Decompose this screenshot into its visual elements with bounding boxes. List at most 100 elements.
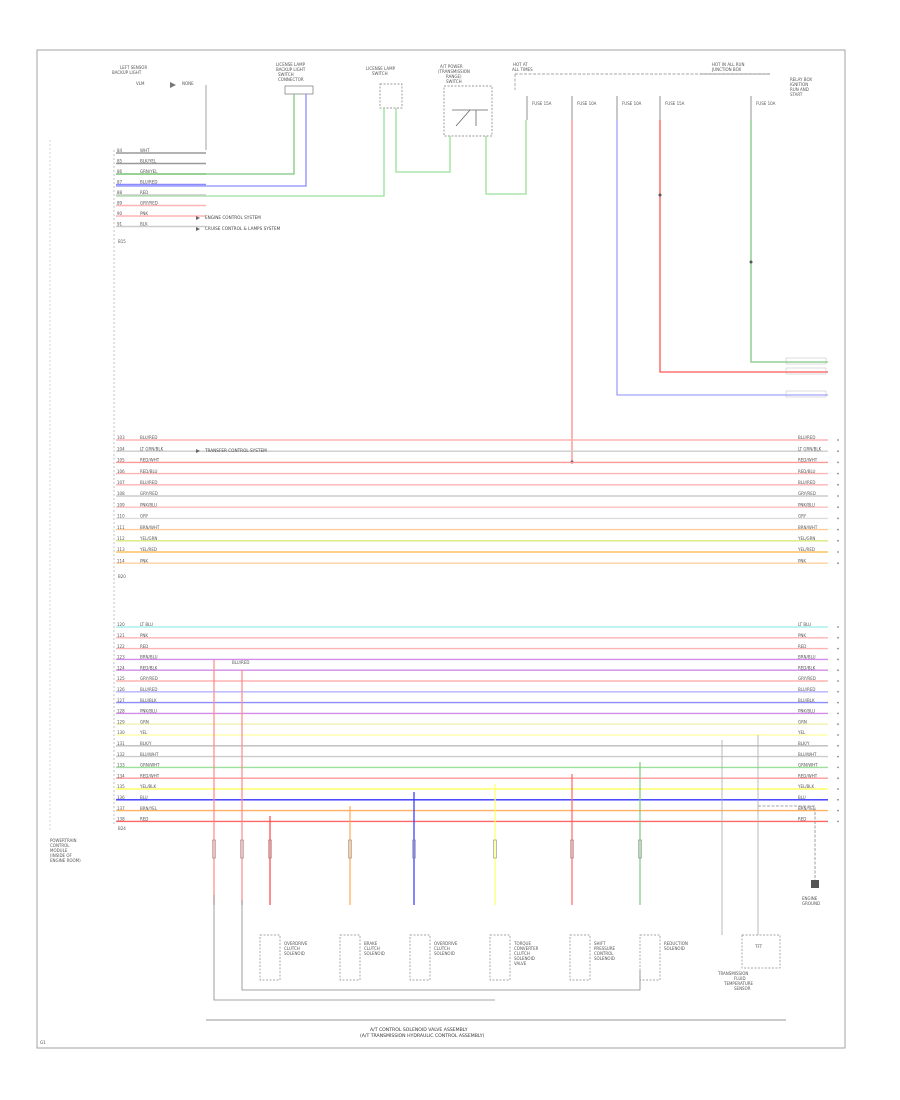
wire-pin: 85 (117, 159, 123, 164)
wire-terminal (837, 461, 839, 464)
right-output-labels-top (785, 357, 827, 398)
solenoid-label: CLUTCH (514, 951, 530, 956)
wire-terminal (837, 626, 839, 628)
text-line: ENGINE (802, 896, 818, 901)
drop-connector (240, 839, 244, 859)
wire-label: PNK (140, 558, 148, 563)
wire-label: RED/WHT (140, 458, 160, 463)
wire-label-right: GRY/RED (798, 491, 816, 496)
wire-label-right: BLU/BLK (798, 698, 815, 703)
text-line: LICENSE LAMP (276, 62, 306, 67)
annotation-arrow (196, 449, 200, 453)
wire-pin: 138 (117, 817, 125, 822)
wire-label: BLK/YEL (140, 159, 157, 164)
bot-wire-129: 129 GRN GRN (116, 719, 839, 726)
annotation-engine-control: ENGINE CONTROL SYSTEM (196, 215, 261, 220)
wire-pin: 123 (117, 655, 125, 660)
text-line: JUNCTION BOX (711, 67, 741, 72)
wire-pin: 108 (117, 491, 125, 496)
wire-pin: 129 (117, 719, 125, 724)
wire-label: BRN/BLU (140, 655, 158, 660)
wire-terminal (837, 788, 839, 790)
solenoid-label: CLUTCH (434, 946, 450, 951)
wire-label-right: RED (798, 644, 806, 649)
splice-fuse-5 (749, 260, 753, 264)
wire-pin: 120 (117, 622, 125, 627)
wire-label-right: YEL/RED (797, 547, 815, 552)
wire-label: PNK (140, 211, 148, 216)
ground-wire (758, 805, 816, 880)
wire-pin: 126 (117, 687, 125, 692)
tr-switch-contact (452, 109, 488, 127)
wire-label: BLU (140, 795, 148, 800)
solenoid-label: CLUTCH (284, 946, 300, 951)
text-line: TEMPERATURE (723, 981, 754, 986)
wire-label: BRN/YEL (140, 806, 158, 811)
wire-label-right: YEL/GRN (797, 536, 815, 541)
wire-label-right: GRY (798, 514, 807, 519)
wire-label-right: RED/WHT (798, 458, 818, 463)
ground-icon (811, 880, 819, 888)
wire-terminal (837, 450, 839, 453)
connector-id-b: B20 (118, 574, 126, 579)
wire-terminal (837, 551, 839, 553)
wire-label: BLU/BLK (140, 698, 157, 703)
wire-label: YEL/BLK (139, 784, 157, 789)
annotation-arrow (196, 216, 200, 220)
wire-pin: 110 (117, 514, 125, 519)
feed-tr-switch (485, 120, 527, 195)
license-lamp-connector-label: LICENSE LAMP BACKUP LIGHT SWITCH CONNECT… (276, 62, 306, 82)
connector-id-c: B24 (118, 826, 126, 831)
wire-label-right: RED/BLU (798, 469, 816, 474)
fuse-1: FUSE 15A (526, 96, 552, 120)
wire-label: RED (140, 644, 148, 649)
wire-label: PNK/BLU (140, 502, 157, 507)
wire-label-right: PNK/BLU (798, 709, 815, 714)
wire-label: BLU/RED (140, 435, 157, 440)
solenoid-body (259, 934, 281, 981)
wire-pin: 135 (117, 784, 125, 789)
text-line: SENSOR (734, 986, 751, 991)
solenoid-label: SOLENOID (434, 951, 455, 956)
annotation-arrow (196, 227, 200, 231)
wire-pin: 113 (117, 547, 125, 552)
wire-label-right: RED/BLK (798, 665, 816, 670)
annotation-cruise-control: CRUISE CONTROL & LAMPS SYSTEM (196, 226, 281, 231)
solenoid-label: SOLENOID (284, 951, 305, 956)
hot-in-run-label: HOT IN ALL RUN JUNCTION BOX (711, 62, 744, 72)
annotation-text: ENGINE CONTROL SYSTEM (205, 215, 261, 220)
wire-terminal (837, 439, 839, 441)
wire-label: GRY/RED (140, 676, 158, 681)
wire-terminal (837, 723, 839, 726)
text-line: BACKUP LIGHT (276, 67, 306, 72)
solenoid-body (489, 934, 511, 981)
top-wire-85: 85 BLK/YEL (116, 159, 206, 165)
wire-pin: 132 (117, 752, 125, 757)
wire-label-right: GRN (798, 719, 807, 724)
wire-label: BLU/WHT (140, 752, 159, 757)
text-line: GROUND (802, 901, 820, 906)
text-line: RANGE) (446, 74, 462, 79)
wire-pin: 133 (117, 763, 125, 768)
wire-terminal (837, 798, 839, 801)
solenoid-label: CLUTCH (364, 946, 380, 951)
wire-label: GRN (140, 719, 149, 724)
wire-label-right: GRN/WHT (798, 763, 818, 768)
solenoid-label: SOLENOID (594, 956, 615, 961)
wire-terminal (837, 669, 839, 672)
text-line: CONNECTOR (278, 77, 304, 82)
